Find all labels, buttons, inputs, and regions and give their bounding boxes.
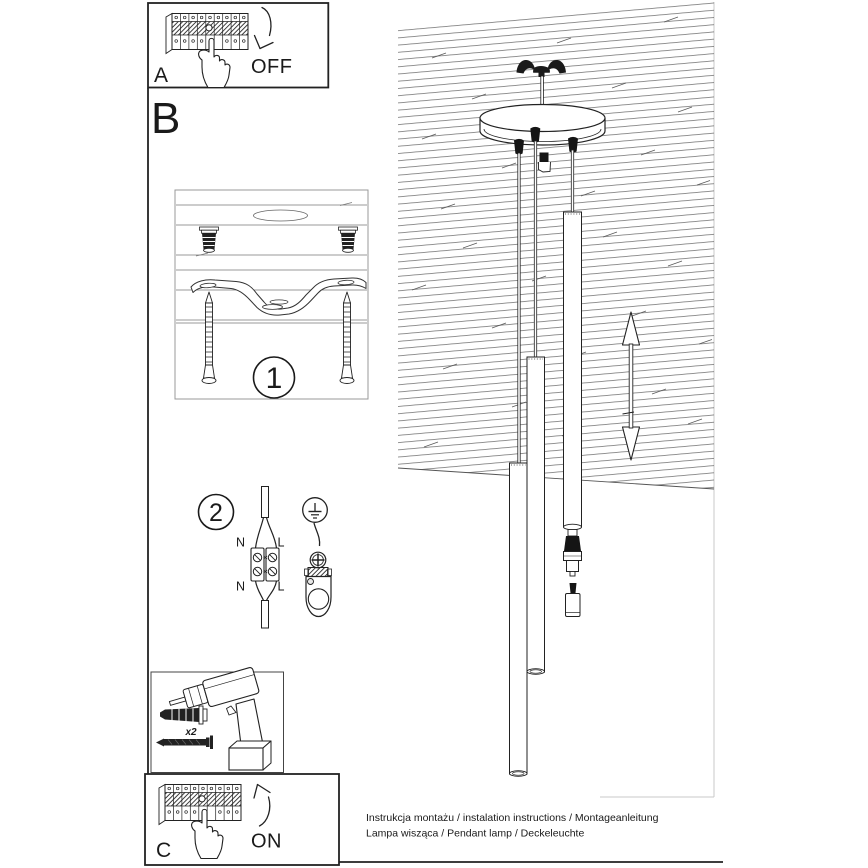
cord-grip-icon — [514, 138, 524, 155]
ceiling-hole — [253, 209, 308, 222]
wall-plug-icon — [338, 226, 358, 253]
step1-number-circle — [252, 356, 296, 399]
wall-plug-icon — [199, 226, 219, 253]
mounting-bracket-icon — [190, 277, 367, 316]
cord-grip-icon — [530, 126, 541, 143]
footer-line2: Lampa wisząca / Pendant lamp / Deckeleuc… — [366, 828, 584, 840]
on-label: ON — [251, 831, 282, 853]
step1-ceiling-lines — [176, 202, 367, 324]
canopy — [479, 103, 606, 146]
screw-icon — [201, 291, 217, 384]
ceiling-planks — [397, 2, 715, 490]
plug-count-label: x2 — [184, 727, 197, 738]
lamp-cable — [254, 580, 278, 629]
supply-cable — [254, 486, 278, 549]
neutral-label-top: N — [236, 536, 245, 550]
pendant-tube-middle — [526, 356, 545, 675]
off-label: OFF — [251, 56, 293, 78]
screw-horizontal-icon — [156, 735, 213, 749]
panel-a: A OFF — [147, 2, 330, 89]
step1-bracket-mounting: 1 — [174, 189, 369, 400]
cable-lock-connector — [538, 152, 551, 173]
tools-panel: x2 — [150, 667, 284, 773]
step2-number: 2 — [209, 499, 223, 527]
wall-plug-horizontal-icon — [160, 705, 208, 725]
earth-symbol-icon — [302, 497, 328, 523]
ceiling-bracket-icon — [516, 59, 566, 77]
terminal-block — [250, 547, 280, 582]
footer-line1: Instrukcja montażu / instalation instruc… — [366, 812, 659, 824]
drill-icon — [168, 667, 272, 771]
step1-number: 1 — [266, 362, 283, 395]
pendant-tube-left — [509, 462, 528, 777]
screw-icon — [339, 291, 355, 384]
suspension-rod — [540, 75, 544, 109]
ground-terminal — [304, 522, 332, 618]
step2-wiring: 2 N L N L — [197, 486, 332, 629]
panel-c: C ON — [144, 773, 340, 866]
live-label-bottom: L — [278, 580, 285, 594]
pendant-lamp-illustration — [397, 2, 715, 798]
live-label-top: L — [278, 536, 285, 550]
footer: Instrukcja montażu / instalation instruc… — [366, 812, 659, 840]
off-arrow-icon — [253, 6, 274, 50]
neutral-label-bottom: N — [236, 580, 245, 594]
panel-c-label: C — [156, 839, 171, 862]
panel-a-label: A — [154, 64, 168, 87]
on-arrow-icon — [253, 783, 271, 827]
socket-exploded-parts — [563, 529, 582, 617]
panel-b-label: B — [151, 94, 180, 143]
step2-number-circle — [197, 493, 235, 531]
height-adjust-arrow-icon — [621, 311, 641, 461]
pendant-tube-right — [563, 211, 582, 531]
